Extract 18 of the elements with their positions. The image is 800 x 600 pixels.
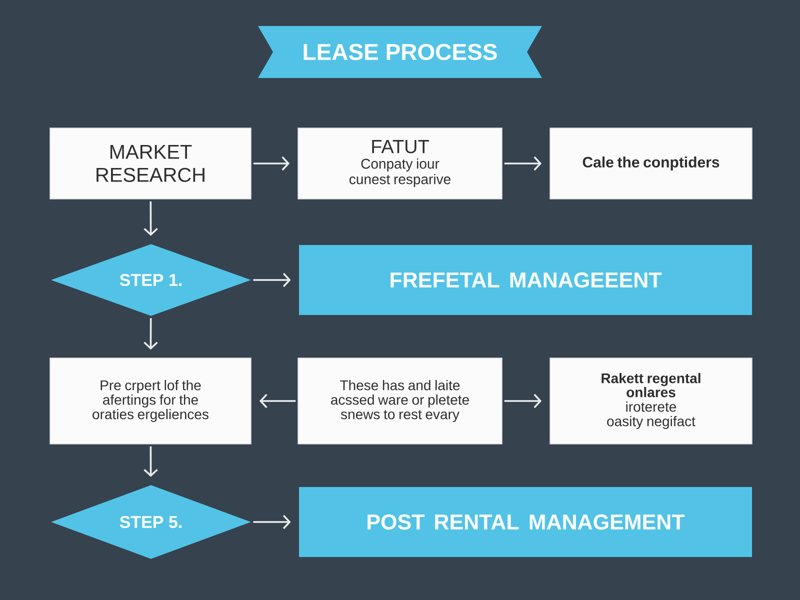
arrow [504, 394, 542, 408]
arrow [144, 446, 158, 477]
arrow [253, 272, 291, 288]
arrow [504, 156, 542, 171]
title-banner: LEASE PROCESS [258, 26, 542, 78]
process-box: Rakett regental onlares iroterete oasity negifact [550, 358, 752, 444]
arrow [253, 156, 290, 171]
arrow [144, 318, 158, 350]
process-box: FATUT Conpaty iour cunest resparive [298, 128, 502, 200]
stage-band: FREFETAL MANAGEEENT [299, 245, 752, 315]
arrow [253, 514, 291, 530]
stage-band: POST RENTAL MANAGEMENT [299, 487, 752, 557]
process-box: These has and laite acssed ware or pletete snews to rest evary [298, 358, 502, 444]
arrow [259, 394, 296, 408]
process-box: Pre crpert lof the afertings for the oraties ergeliences [50, 358, 252, 444]
arrow [144, 201, 158, 236]
process-box: Cale the conptiders [550, 128, 752, 200]
process-box: MARKET RESEARCH [50, 128, 252, 200]
